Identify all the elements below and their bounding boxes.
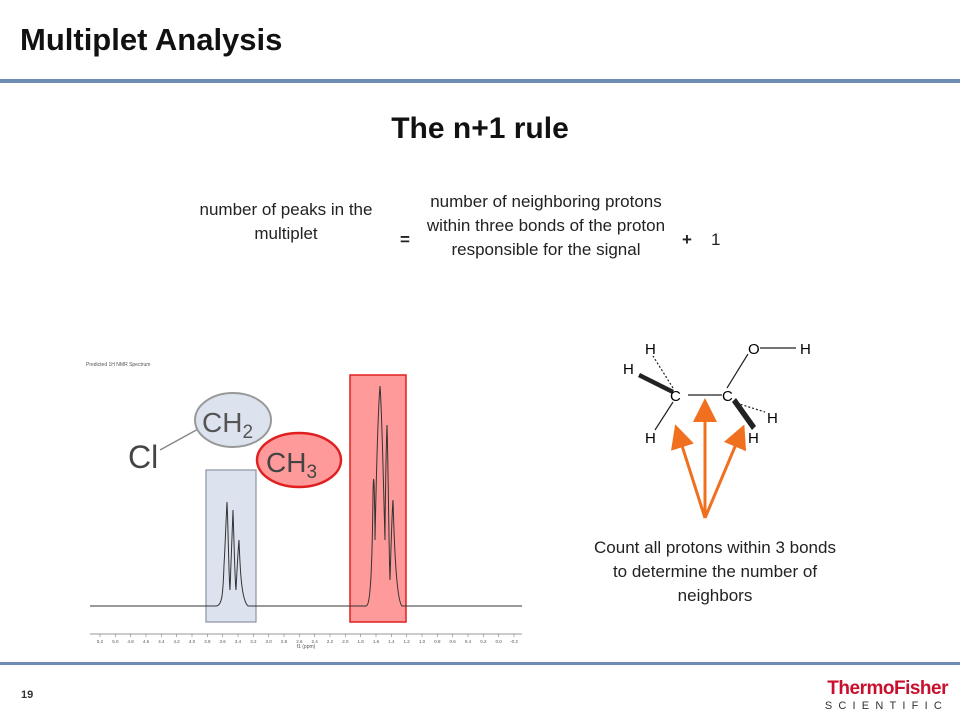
atom-h-bottom-right: H: [748, 430, 759, 447]
spectrum-header: Predicted 1H NMR Spectrum: [86, 362, 150, 368]
tick-label: 2.6: [296, 639, 303, 644]
atom-o: O: [748, 341, 760, 358]
atom-h-top-left: H: [645, 341, 656, 358]
cl-bond: [159, 427, 201, 451]
tick-label: 0.0: [496, 639, 503, 644]
tick-label: 0.8: [434, 639, 441, 644]
tick-label: 2.4: [312, 639, 319, 644]
tick-label: 5.0: [112, 639, 119, 644]
atom-c1: C: [670, 388, 681, 405]
tick-label: 4.8: [128, 639, 135, 644]
tick-label: 2.2: [327, 639, 334, 644]
atom-h-hydroxyl: H: [800, 341, 811, 358]
tick-label: 4.6: [143, 639, 150, 644]
tick-label: 1.6: [373, 639, 380, 644]
ch2-bubble: [194, 392, 272, 448]
thermofisher-logo: ThermoFisher SCIENTIFIC: [808, 678, 949, 714]
ch2-label: CH2: [202, 407, 253, 443]
atom-c2: C: [722, 388, 733, 405]
equation-lhs: number of peaks in the multiplet: [199, 200, 373, 243]
spectrum-axis-label: f1 (ppm): [297, 644, 316, 650]
ethanol-structure: H H C C O H H H H: [623, 341, 811, 519]
spectrum-ticks: 5.2 5.0 4.8 4.6 4.4 4.2 4.0 3.8 3.6 3.4 3.2 3.0 2.8 2…: [97, 634, 518, 644]
tick-label: 3.0: [266, 639, 273, 644]
tick-label: 4.2: [174, 639, 181, 644]
tick-label: 0.4: [465, 639, 472, 644]
neighbor-arrows: [671, 398, 747, 519]
plus-sign: +: [682, 230, 692, 249]
footer-divider: [0, 662, 960, 665]
equation-one: 1: [711, 230, 721, 249]
spectrum-trace: [90, 385, 522, 607]
tick-label: 3.8: [204, 639, 211, 644]
ch2-peak-highlight: [205, 469, 257, 623]
atom-h-bottom-left: H: [645, 430, 656, 447]
title-divider: [0, 79, 960, 83]
tick-label: 3.4: [235, 639, 242, 644]
tick-label: 1.2: [404, 639, 411, 644]
tick-label: 5.2: [97, 639, 104, 644]
slide-title: Multiplet Analysis: [20, 22, 283, 57]
chlorine-label: Cl: [128, 439, 158, 475]
equals-sign: =: [400, 230, 410, 249]
tick-label: 4.0: [189, 639, 196, 644]
tick-label: 0.2: [480, 639, 487, 644]
tick-label: 0.6: [450, 639, 457, 644]
slide-subtitle: The n+1 rule: [391, 112, 569, 145]
tick-label: 1.8: [358, 639, 365, 644]
tick-label: 3.6: [220, 639, 227, 644]
nmr-spectrum-figure: Predicted 1H NMR Spectrum 5.2 5.0 4.8 4.6 4.…: [86, 362, 522, 650]
ch3-label: CH3: [266, 447, 317, 483]
ch3-bubble: [255, 431, 343, 489]
tick-label: 3.2: [250, 639, 257, 644]
tick-label: 4.4: [158, 639, 165, 644]
logo-line2: SCIENTIFIC: [824, 700, 948, 712]
equation-rhs: number of neighboring protons within thr…: [426, 192, 666, 259]
page-number: 19: [21, 689, 34, 701]
neighbor-count-note: Count all protons within 3 bonds to dete…: [594, 538, 836, 605]
logo-line1: ThermoFisher: [827, 678, 948, 699]
tick-label: 2.8: [281, 639, 288, 644]
tick-label: 2.0: [342, 639, 349, 644]
atom-h-left: H: [623, 361, 634, 378]
tick-label: 1.4: [388, 639, 395, 644]
atom-h-right: H: [767, 410, 778, 427]
tick-label: 1.0: [419, 639, 426, 644]
tick-label: -0.2: [510, 639, 518, 644]
